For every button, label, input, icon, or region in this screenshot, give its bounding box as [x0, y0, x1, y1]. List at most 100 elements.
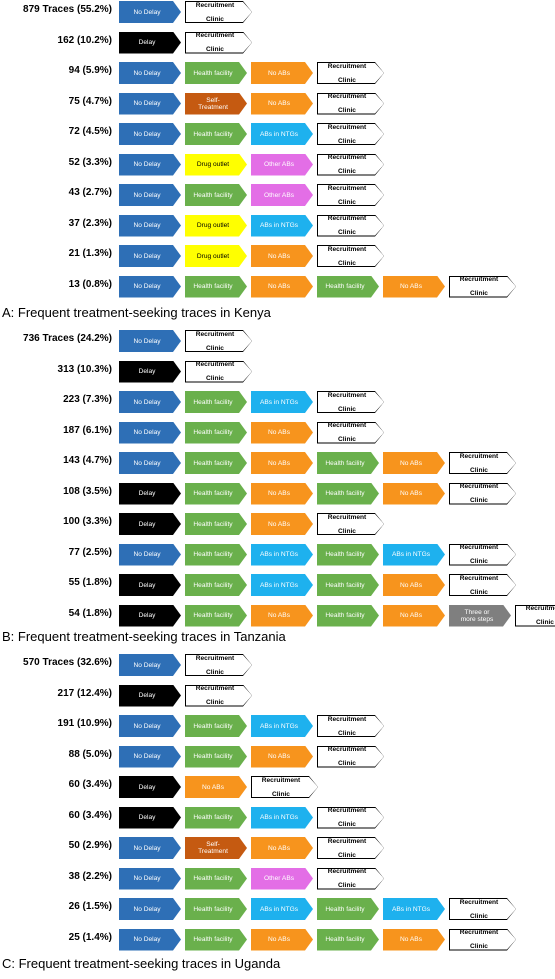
trace-count: 50 (2.9%)	[68, 840, 112, 851]
trace-count: 162 (10.2%)	[57, 34, 112, 46]
no-abs-step-label: No ABs	[268, 520, 290, 528]
no-abs-step-label: No ABs	[268, 753, 290, 760]
clinic-label-line1: Recruitment	[327, 154, 367, 161]
health-facility-step-label: Health facility	[193, 581, 233, 589]
other-abs-step: Other ABs	[251, 184, 313, 206]
no-delay-step: No Delay	[119, 215, 181, 237]
no-delay-step-label: No Delay	[133, 459, 161, 467]
health-facility-step-label: Health facility	[193, 459, 233, 467]
clinic-label-line1: Recruitment	[327, 422, 367, 429]
delay-step: Delay	[119, 685, 181, 707]
trace-count: 26 (1.5%)	[68, 901, 112, 912]
health-facility-step: Health facility	[185, 746, 247, 768]
abs-in-ntgs-step: ABs in NTGs	[251, 215, 313, 237]
no-abs-step-label: No ABs	[268, 252, 290, 260]
clinic-label-line1: Recruitment	[195, 1, 235, 9]
delay-step-label: Delay	[138, 612, 156, 619]
clinic-label-line1: Recruitment	[327, 215, 367, 222]
no-abs-step: No ABs	[251, 929, 313, 951]
clinic-label-line1: Recruitment	[327, 391, 367, 399]
trace-count: 217 (12.4%)	[57, 687, 112, 699]
abs-in-ntgs-step-label: ABs in NTGs	[259, 814, 299, 821]
other-abs-step: Other ABs	[251, 868, 313, 890]
abs-in-ntgs-step: ABs in NTGs	[251, 574, 313, 596]
drug-outlet-step-label: Drug outlet	[196, 161, 230, 168]
no-delay-step: No Delay	[119, 929, 181, 951]
no-abs-step: No ABs	[383, 605, 445, 627]
clinic-label-line2: Clinic	[536, 619, 554, 626]
delay-step: Delay	[119, 483, 181, 505]
no-delay-step: No Delay	[119, 654, 181, 676]
no-delay-step-label: No Delay	[133, 875, 161, 882]
no-delay-step-label: No Delay	[133, 252, 161, 260]
no-delay-step: No Delay	[119, 898, 181, 920]
health-facility-step-label: Health facility	[193, 551, 233, 558]
no-abs-step-label: No ABs	[400, 490, 422, 497]
trace-count: 879 Traces (55.2%)	[23, 4, 112, 15]
clinic-label-line1: Recruitment	[459, 898, 499, 906]
health-facility-step-label: Health facility	[193, 398, 233, 406]
no-abs-step-label: No ABs	[400, 581, 422, 589]
clinic-label-line1: Recruitment	[327, 715, 367, 723]
delay-step: Delay	[119, 574, 181, 596]
clinic-label-line2: Clinic	[338, 729, 356, 737]
health-facility-step: Health facility	[317, 929, 379, 951]
clinic-label-line2: Clinic	[338, 259, 356, 267]
no-abs-step-label: No ABs	[268, 69, 290, 77]
clinic-label-line2: Clinic	[206, 15, 224, 23]
no-abs-step: No ABs	[251, 605, 313, 627]
clinic-label-line1: Recruitment	[327, 245, 367, 253]
no-delay-step-label: No Delay	[133, 936, 161, 943]
health-facility-step-label: Health facility	[325, 283, 365, 290]
health-facility-step-label: Health facility	[193, 69, 233, 77]
trace-count: 100 (3.3%)	[63, 516, 112, 527]
trace-count: 94 (5.9%)	[68, 65, 112, 76]
clinic-label-line2: Clinic	[338, 760, 356, 767]
no-abs-step: No ABs	[251, 746, 313, 768]
delay-step: Delay	[119, 32, 181, 54]
no-abs-step: No ABs	[383, 483, 445, 505]
abs-in-ntgs-step: ABs in NTGs	[383, 544, 445, 566]
clinic-label-line2: Clinic	[338, 107, 356, 114]
self-treatment-step-line1: Self-	[206, 96, 220, 104]
no-delay-step: No Delay	[119, 837, 181, 859]
clinic-label-line1: Recruitment	[195, 654, 235, 662]
health-facility-step-label: Health facility	[193, 191, 233, 199]
drug-outlet-step: Drug outlet	[185, 245, 247, 267]
trace-count: 72 (4.5%)	[68, 126, 112, 137]
no-abs-step-label: No ABs	[268, 283, 290, 290]
self-treatment-step-line1: Self-	[206, 841, 220, 848]
trace-count: 313 (10.3%)	[57, 363, 112, 375]
delay-step-label: Delay	[138, 692, 156, 699]
clinic-label-line2: Clinic	[338, 405, 356, 413]
no-abs-step-label: No ABs	[400, 283, 422, 290]
clinic-label-line1: Recruitment	[327, 184, 367, 192]
trace-count: 60 (3.4%)	[68, 779, 112, 790]
other-abs-step-label: Other ABs	[263, 161, 295, 168]
health-facility-step-label: Health facility	[325, 581, 365, 589]
abs-in-ntgs-step-label: ABs in NTGs	[259, 222, 299, 229]
no-abs-step-label: No ABs	[268, 844, 290, 852]
trace-count: 736 Traces (24.2%)	[23, 333, 112, 344]
health-facility-step: Health facility	[185, 807, 247, 829]
